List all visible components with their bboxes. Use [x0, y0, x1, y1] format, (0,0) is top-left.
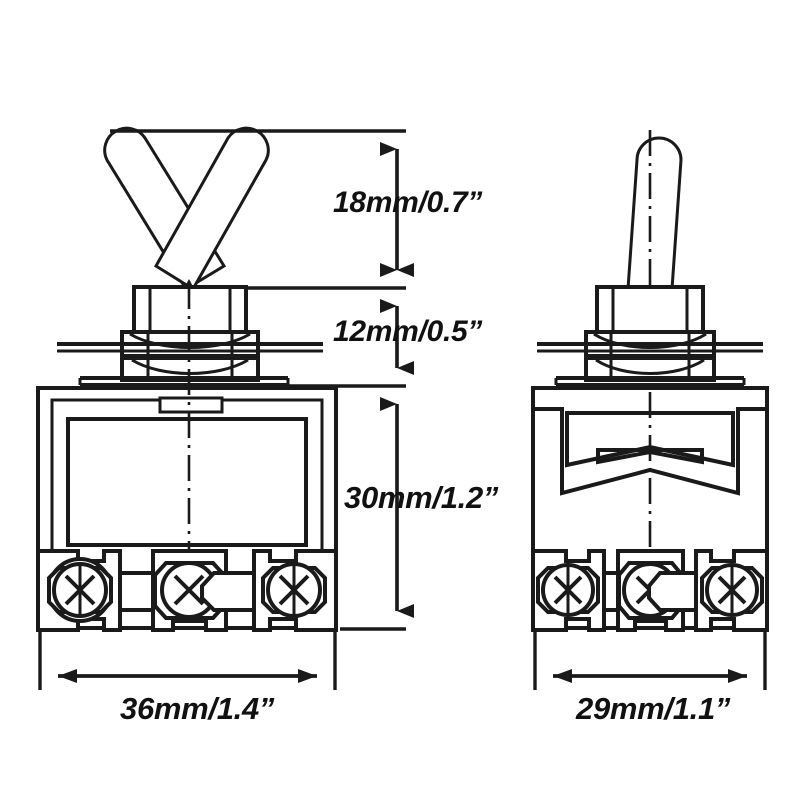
flat-washer-lower-side [554, 376, 746, 387]
terminal-2-cross-slot [173, 574, 205, 606]
mounting-nut-lower-side [584, 356, 716, 382]
extension-lines-front-width [38, 631, 337, 690]
body-top-tab [158, 396, 224, 414]
dimension-body-width-front: 36mm/1.4” [58, 669, 317, 726]
terminal-1[interactable] [36, 549, 174, 632]
dimension-label-29mm: 29mm/1.1” [575, 691, 731, 726]
dimension-label-36mm: 36mm/1.4” [120, 691, 275, 726]
front-view [36, 126, 338, 632]
panel-washer-upper-side [537, 342, 763, 353]
terminal-1-side[interactable] [531, 549, 653, 632]
dimension-lever-height: 18mm/0.7” [333, 142, 483, 277]
flat-washer-lower [78, 376, 290, 387]
dimension-bushing-height: 12mm/0.5” [333, 299, 483, 375]
terminal-3[interactable] [200, 549, 338, 632]
dimension-body-width-side: 29mm/1.1” [553, 669, 747, 726]
dimension-label-30mm: 30mm/1.2” [344, 480, 499, 515]
bushing-hex-nut-side [595, 285, 705, 334]
terminal-3-side[interactable] [647, 549, 769, 632]
terminal-3-side-cross-slot [717, 563, 747, 617]
dimension-label-18mm: 18mm/0.7” [333, 186, 482, 219]
terminal-3-cross-slot [278, 562, 310, 618]
dimension-label-12mm: 12mm/0.5” [333, 315, 482, 348]
side-view [531, 130, 769, 632]
extension-lines-side-width [533, 631, 767, 690]
toggle-lever-upright[interactable] [626, 136, 683, 291]
extension-lines-vertical-stack [110, 129, 406, 631]
terminal-1-side-cross-slot [553, 563, 583, 617]
terminal-1-cross-slot [64, 562, 96, 618]
dimension-body-height: 30mm/1.2” [344, 397, 499, 618]
